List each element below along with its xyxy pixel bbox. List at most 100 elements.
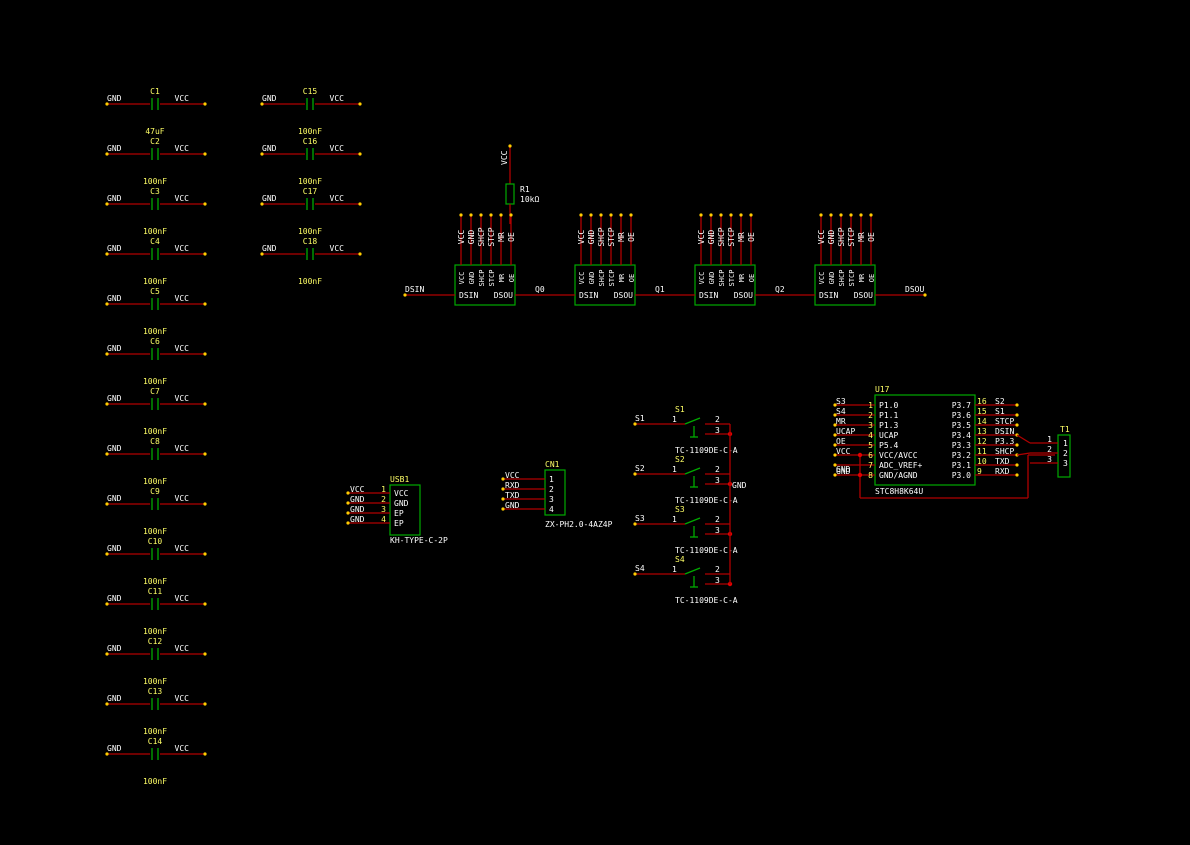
- switch-lever: [684, 467, 701, 475]
- pin-end-dot: [346, 521, 350, 525]
- pin-net-label: S3: [836, 397, 846, 406]
- pin-name: P3.0: [952, 471, 971, 480]
- pin-end-dot: [203, 202, 207, 206]
- gnd-label: GND: [107, 244, 122, 253]
- pin-end-dot: [105, 702, 109, 706]
- pin-name: VCC: [578, 272, 586, 285]
- net-label: DSIN: [405, 285, 424, 294]
- pin-net-label: SHCP: [837, 227, 846, 246]
- cn1-part: ZX-PH2.0-4AZ4P: [545, 520, 613, 529]
- cap-ref: C10: [148, 537, 163, 546]
- pin-number: 1: [1063, 439, 1068, 448]
- pin-number: 1: [381, 485, 386, 494]
- pin-end-dot: [749, 213, 753, 217]
- pin-net-label: SHCP: [717, 227, 726, 246]
- pin-end-dot: [501, 487, 505, 491]
- pin-end-dot: [358, 152, 362, 156]
- pin-end-dot: [1015, 403, 1019, 407]
- pin-end-dot: [203, 302, 207, 306]
- pin-number: 13: [977, 427, 987, 436]
- gnd-label: GND: [262, 144, 277, 153]
- pin-name: P1.1: [879, 411, 898, 420]
- cap-ref: C3: [150, 187, 160, 196]
- pin-net-label: MR: [497, 232, 506, 242]
- pin-end-dot: [459, 213, 463, 217]
- pin-end-dot: [260, 252, 264, 256]
- cap-value: 100nF: [143, 427, 167, 436]
- vcc-label: VCC: [175, 594, 190, 603]
- pin-number: 4: [868, 431, 873, 440]
- pin-name: SHCP: [718, 270, 726, 287]
- pin-end-dot: [260, 152, 264, 156]
- pin-net-label: STCP: [487, 227, 496, 246]
- switch-net-label: S3: [635, 514, 645, 523]
- switch-ref: S2: [675, 455, 685, 464]
- pin-end-dot: [203, 502, 207, 506]
- pin-end-dot: [729, 213, 733, 217]
- pin-number: 9: [977, 467, 982, 476]
- pin-net-label: UCAP: [836, 427, 855, 436]
- pin-net-label: OE: [867, 232, 876, 242]
- pin-name: EP: [394, 509, 404, 518]
- switch-ref: S1: [675, 405, 685, 414]
- pin-end-dot: [346, 491, 350, 495]
- switch-net-label: S1: [635, 414, 645, 423]
- pin-net-label: VCC: [457, 230, 466, 245]
- pin-net-label: S2: [995, 397, 1005, 406]
- cap-ref: C7: [150, 387, 160, 396]
- vcc-label: VCC: [175, 194, 190, 203]
- cap-ref: C15: [303, 87, 318, 96]
- pin-number: 3: [1047, 455, 1052, 464]
- pin-end-dot: [203, 152, 207, 156]
- cap-value: 100nF: [298, 177, 322, 186]
- pin-end-dot: [105, 652, 109, 656]
- pin-name: STCP: [728, 270, 736, 287]
- pin-net-label: VCC: [350, 485, 365, 494]
- pin-net-label: SHCP: [597, 227, 606, 246]
- cap-ref: C17: [303, 187, 318, 196]
- pin-end-dot: [1015, 443, 1019, 447]
- gnd-label: GND: [107, 294, 122, 303]
- pin-number: 3: [381, 505, 386, 514]
- pin-name: VCC/AVCC: [879, 451, 918, 460]
- pin-end-dot: [203, 102, 207, 106]
- shift-register-4: VCCVCCGNDGNDSHCPSHCPSTCPSTCPMRMROEOEDSIN…: [814, 213, 876, 306]
- net-label: DSOU: [905, 285, 924, 294]
- pin-end-dot: [833, 433, 837, 437]
- pin-end-dot: [1015, 423, 1019, 427]
- pin-name: P1.3: [879, 421, 898, 430]
- cap-value: 100nF: [298, 227, 322, 236]
- pin-number: 1: [672, 465, 677, 474]
- pin-net-label: SHCP: [477, 227, 486, 246]
- pin-end-dot: [489, 213, 493, 217]
- pin-number: 1: [672, 515, 677, 524]
- pin-end-dot: [346, 501, 350, 505]
- gnd-label: GND: [107, 144, 122, 153]
- gnd-label: GND: [107, 344, 122, 353]
- pin-end-dot: [479, 213, 483, 217]
- net-label: Q0: [535, 285, 545, 294]
- pin-net-label: MR: [857, 232, 866, 242]
- pin-number: 1: [1047, 435, 1052, 444]
- pin-end-dot: [203, 402, 207, 406]
- gnd-label: GND: [107, 394, 122, 403]
- pin-net-label: VCC: [697, 230, 706, 245]
- pin-end-dot: [629, 213, 633, 217]
- pin-number: 3: [868, 421, 873, 430]
- pin-net-label: VCC: [817, 230, 826, 245]
- pin-net-label: SHCP: [995, 447, 1014, 456]
- pin-number: 12: [977, 437, 987, 446]
- pin-number: 2: [715, 565, 720, 574]
- pin-end-dot: [105, 552, 109, 556]
- pin-end-dot: [260, 102, 264, 106]
- pin-name: DSIN: [579, 291, 598, 300]
- switch-ref: S4: [675, 555, 685, 564]
- pin-name: VCC: [698, 272, 706, 285]
- pin-name: VCC: [458, 272, 466, 285]
- pin-name: P3.2: [952, 451, 971, 460]
- pin-end-dot: [633, 422, 637, 426]
